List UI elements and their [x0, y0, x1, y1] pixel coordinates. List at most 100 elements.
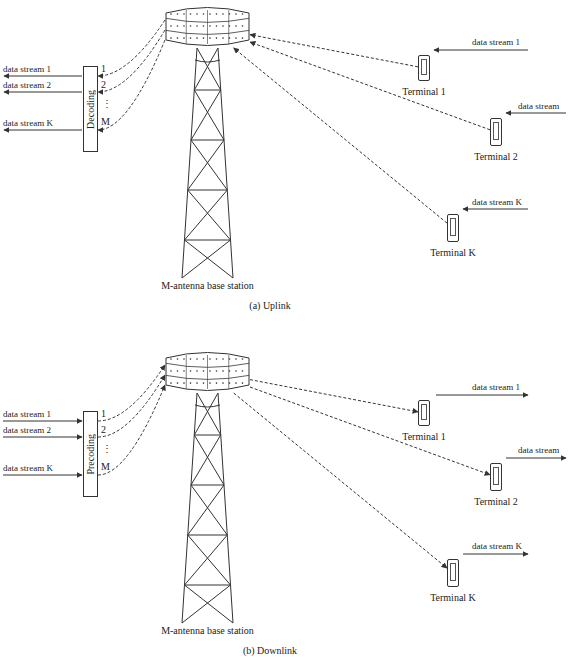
- antenna-element: [177, 13, 179, 15]
- antenna-element: [235, 370, 237, 372]
- antenna-element: [242, 37, 244, 39]
- antenna-element: [196, 13, 198, 15]
- signal-connector: [98, 365, 165, 421]
- antenna-element: [196, 382, 198, 384]
- terminal-label: Terminal 1: [402, 431, 445, 442]
- stream-arrow: [434, 50, 528, 51]
- terminal-phone: Terminal 2: [490, 463, 502, 491]
- stream-label: data stream: [518, 101, 559, 112]
- terminal-label: Terminal K: [430, 247, 476, 258]
- terminal-phone: Terminal 1: [418, 400, 430, 426]
- stream-label: data stream 1: [472, 382, 520, 393]
- wireless-link: [250, 35, 418, 67]
- antenna-element: [222, 25, 224, 27]
- stream-arrow: [436, 395, 528, 396]
- stream-label: data stream 1: [3, 409, 51, 420]
- phone-screen: [493, 122, 499, 140]
- antenna-element: [222, 370, 224, 372]
- antenna-element: [190, 13, 192, 15]
- signal-connector: [98, 40, 165, 130]
- antenna-element: [209, 370, 211, 372]
- stream-arrow: [463, 554, 528, 555]
- antenna-element: [190, 370, 192, 372]
- stream-label: data stream 2: [3, 80, 51, 91]
- antenna-element: [229, 25, 231, 27]
- antenna-element: [235, 13, 237, 15]
- antenna-element: [209, 382, 211, 384]
- antenna-element: [183, 358, 185, 360]
- process-box: Precoding: [83, 411, 98, 497]
- antenna-element: [242, 13, 244, 15]
- antenna-element: [235, 382, 237, 384]
- stream-label: data stream 1: [3, 64, 51, 75]
- antenna-index: M: [101, 116, 110, 127]
- station-caption: M-antenna base station: [161, 280, 254, 291]
- stream-arrow: [3, 421, 82, 422]
- antenna-element: [183, 25, 185, 27]
- antenna-element: [229, 358, 231, 360]
- antenna-element: [229, 13, 231, 15]
- lattice-tower: [182, 393, 233, 623]
- terminal-label: Terminal 2: [474, 496, 517, 507]
- antenna-element: [183, 370, 185, 372]
- antenna-element: [216, 25, 218, 27]
- stream-label: data stream 2: [3, 425, 51, 436]
- antenna-element: [196, 358, 198, 360]
- stream-label: data stream 1: [472, 37, 520, 48]
- stream-arrow: [4, 76, 82, 77]
- antenna-element: [177, 358, 179, 360]
- antenna-index: 2: [101, 424, 106, 435]
- terminal-label: Terminal 2: [474, 151, 517, 162]
- panel-caption: (a) Uplink: [249, 300, 290, 311]
- stream-arrow: [4, 130, 82, 131]
- antenna-index: 1: [101, 63, 106, 74]
- phone-screen: [421, 404, 427, 420]
- lattice-tower: [182, 48, 233, 278]
- phone-screen: [421, 59, 427, 75]
- stream-label: data stream K: [472, 541, 522, 552]
- antenna-element: [183, 37, 185, 39]
- antenna-element: [170, 25, 172, 27]
- antenna-element: [229, 37, 231, 39]
- stream-label: data stream K: [472, 197, 522, 208]
- base-station: M-antenna base station: [165, 5, 250, 48]
- stream-arrow: [3, 437, 82, 438]
- signal-connector: [98, 385, 165, 475]
- antenna-element: [216, 358, 218, 360]
- antenna-element: [229, 382, 231, 384]
- antenna-element: [183, 13, 185, 15]
- antenna-element: [235, 37, 237, 39]
- array-divider: [228, 10, 229, 44]
- phone-screen: [493, 467, 499, 485]
- antenna-array: [165, 5, 250, 48]
- antenna-element: [222, 382, 224, 384]
- stream-arrow: [506, 113, 566, 114]
- stream-arrow: [4, 92, 82, 93]
- antenna-element: [222, 37, 224, 39]
- antenna-element: [203, 370, 205, 372]
- terminal-phone: Terminal K: [447, 559, 459, 587]
- panel-caption: (b) Downlink: [243, 645, 297, 656]
- array-divider: [186, 355, 187, 389]
- antenna-element: [170, 382, 172, 384]
- base-station: M-antenna base station: [165, 350, 250, 393]
- antenna-element: [177, 25, 179, 27]
- antenna-element: [222, 13, 224, 15]
- antenna-array: [165, 350, 250, 393]
- stream-arrow: [506, 458, 566, 459]
- antenna-element: [209, 13, 211, 15]
- antenna-element: [209, 358, 211, 360]
- terminal-phone: Terminal 1: [418, 55, 430, 81]
- antenna-element: [190, 358, 192, 360]
- station-caption: M-antenna base station: [161, 625, 254, 636]
- signal-connector: [98, 375, 165, 437]
- antenna-element: [216, 37, 218, 39]
- antenna-element: [203, 25, 205, 27]
- antenna-element: [170, 37, 172, 39]
- antenna-element: [170, 13, 172, 15]
- antenna-element: [216, 370, 218, 372]
- antenna-element: [203, 13, 205, 15]
- antenna-element: [209, 37, 211, 39]
- antenna-element: [190, 25, 192, 27]
- stream-arrow: [463, 209, 528, 210]
